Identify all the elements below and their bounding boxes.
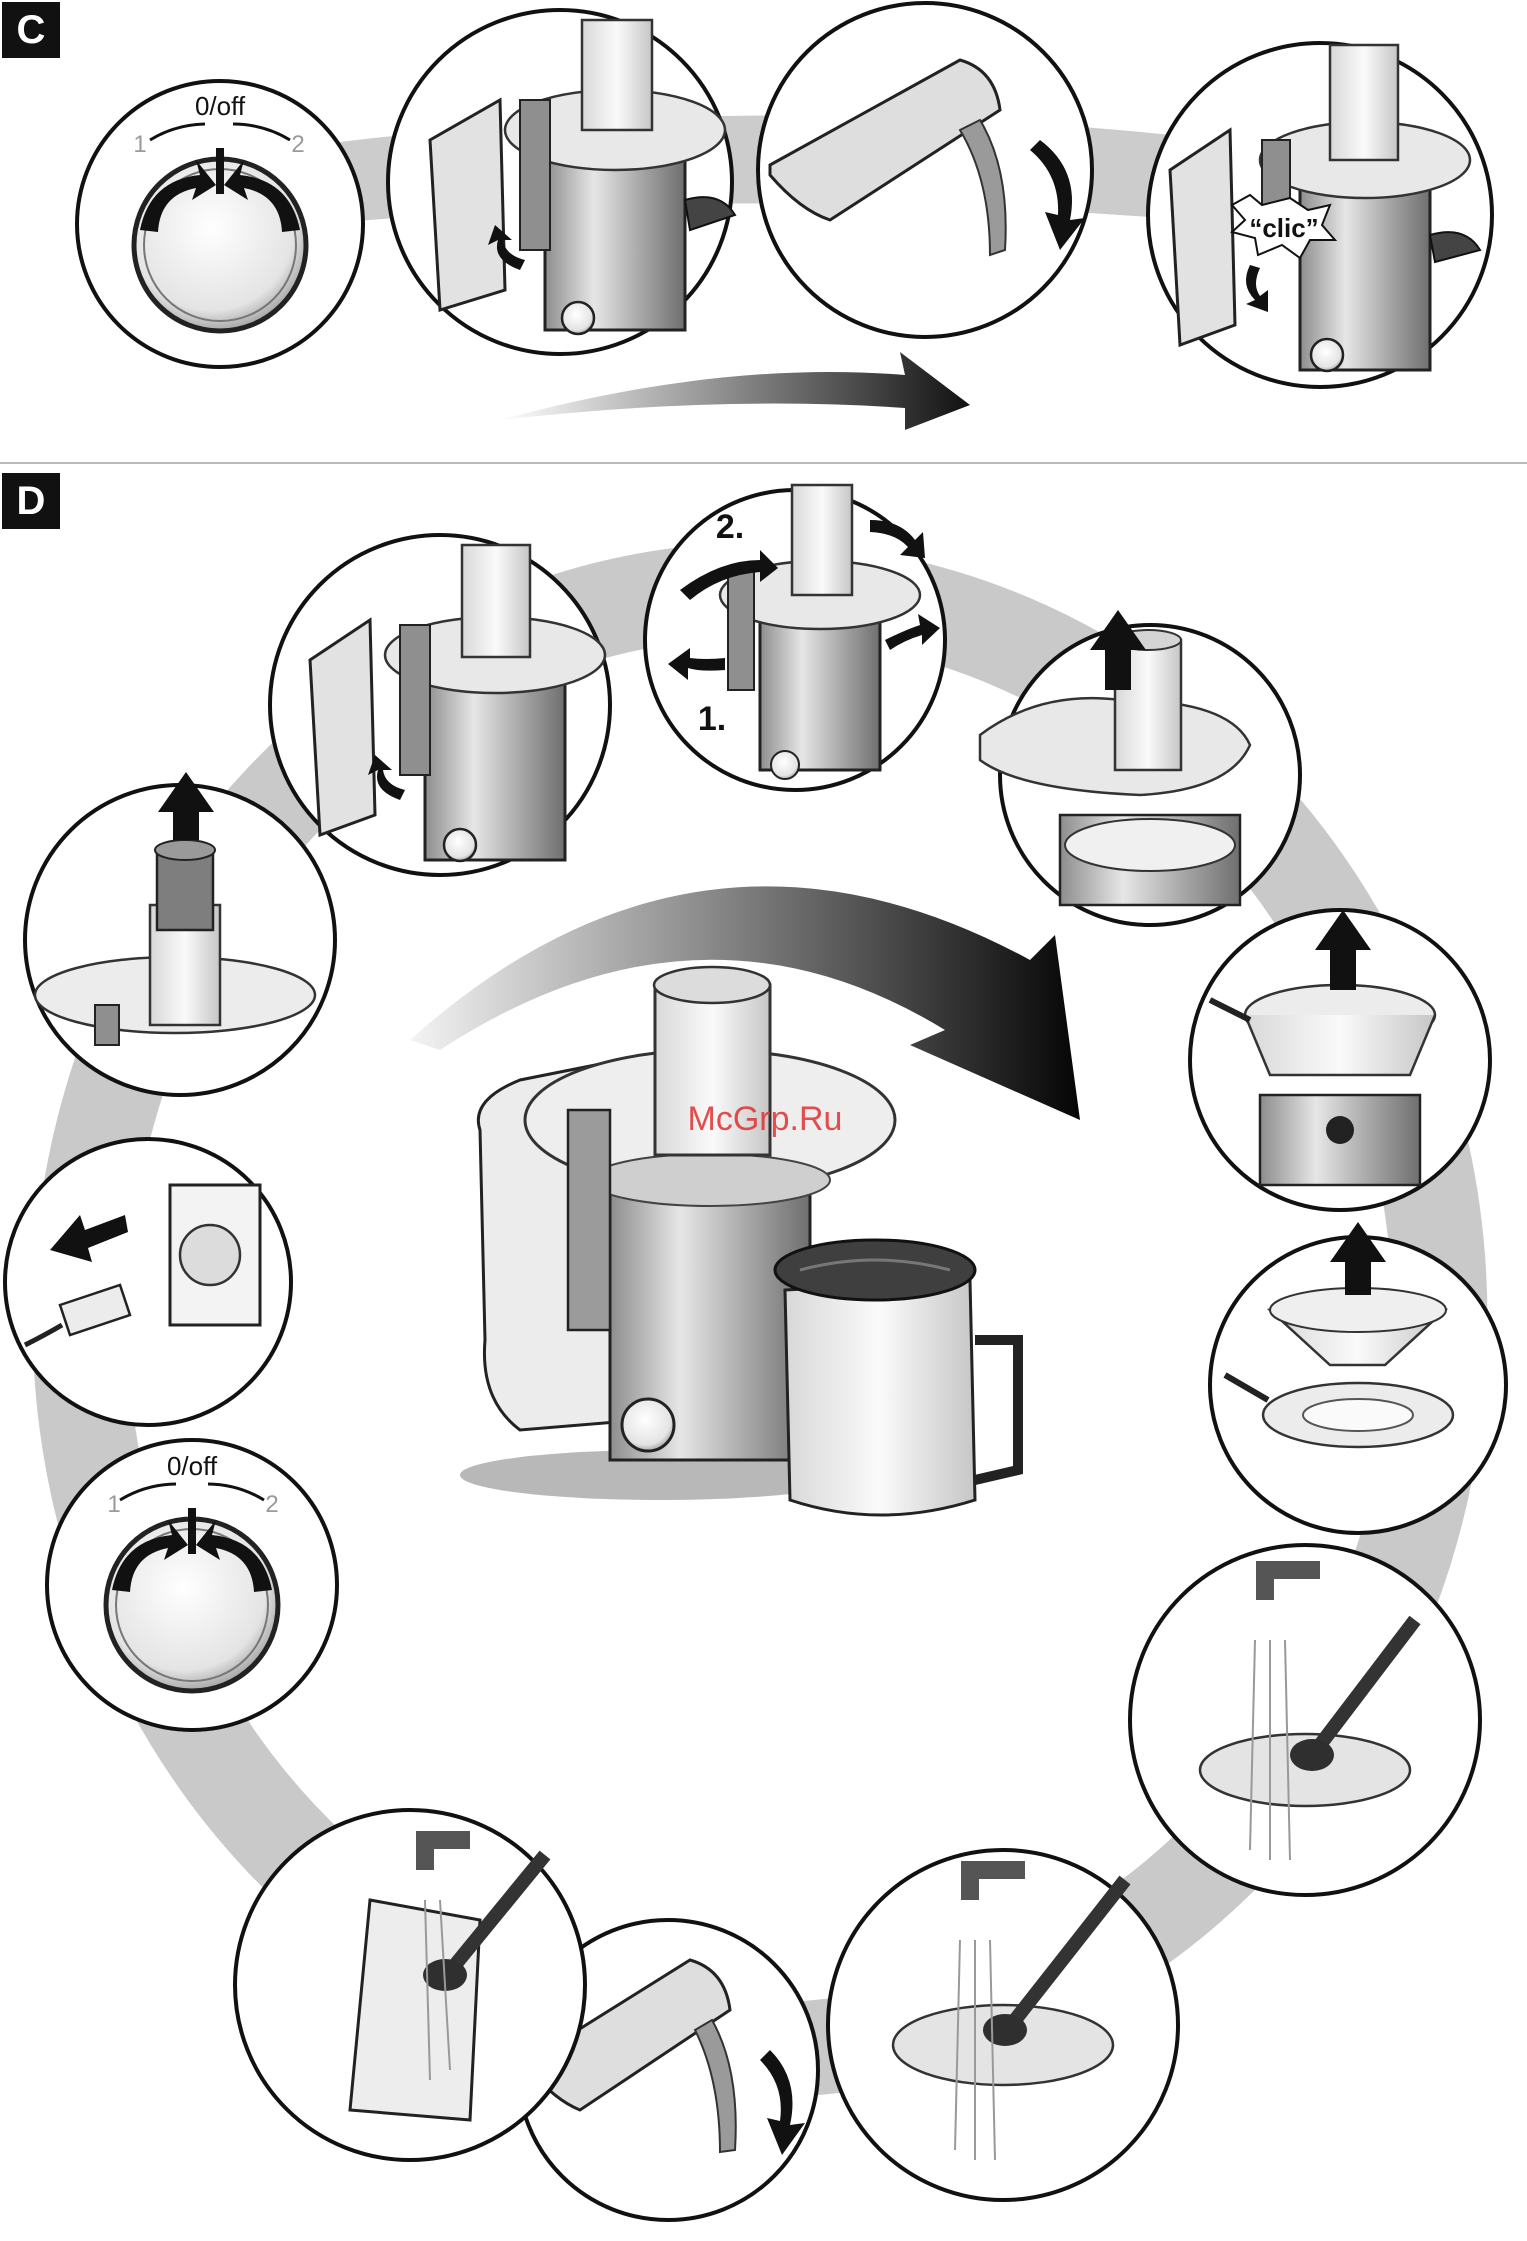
c-panel-empty-pulp: [758, 3, 1092, 337]
c-panel-dial: 0/off 1 2: [77, 81, 363, 367]
d-panel-wash-pulp-container: [235, 1810, 585, 2160]
dial-off-label-d: 0/off: [167, 1451, 218, 1481]
dial-speed-2-label-d: 2: [265, 1491, 278, 1518]
c-panel-remove-pulp-container: [388, 10, 735, 354]
dial-off-label: 0/off: [195, 91, 246, 121]
section-d-sequence: McGrp.Ru 2. 1.: [5, 485, 1506, 2220]
section-c-sequence: 0/off 1 2: [77, 3, 1492, 430]
d-panel-unlock-clamp: 2. 1.: [645, 485, 945, 790]
clic-label: “clic”: [1249, 213, 1318, 243]
dial-speed-1-label: 1: [133, 131, 146, 158]
d-panel-wash-filter-holder: [1130, 1545, 1480, 1895]
d-panel-dial: 0/off 1 2: [47, 1440, 337, 1730]
section-c-progress-arrow: [500, 352, 970, 430]
c-panel-reattach-clic: “clic”: [1148, 43, 1492, 387]
dial-speed-2-label: 2: [291, 131, 304, 158]
d-panel-lift-filter-holder: [1190, 910, 1490, 1210]
d-panel-remove-pulp-container: [270, 535, 610, 875]
d-panel-wash-filter: [828, 1850, 1178, 2200]
d-panel-unplug: [5, 1139, 291, 1425]
watermark-text: McGrp.Ru: [688, 1100, 843, 1138]
step-1-label: 1.: [698, 700, 726, 738]
step-2-label: 2.: [716, 508, 744, 546]
dial-speed-1-label-d: 1: [107, 1491, 120, 1518]
